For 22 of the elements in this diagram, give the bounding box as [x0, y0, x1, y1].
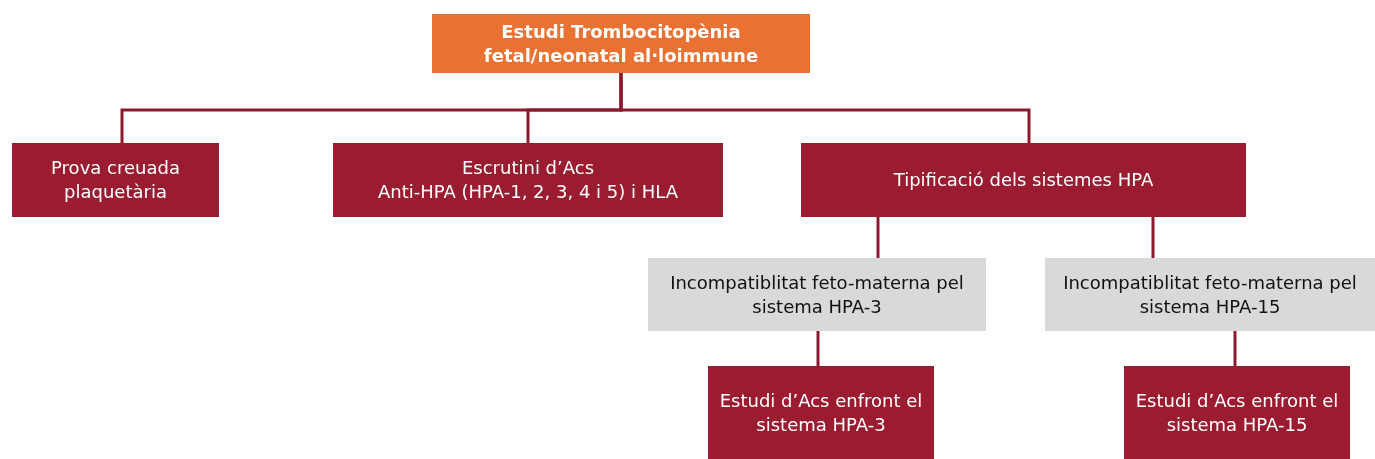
box-text: Estudi d’Acs enfront el sistema HPA-3 — [718, 388, 924, 437]
process-box — [1124, 366, 1350, 459]
title-box — [432, 14, 810, 73]
box-text: Estudi Trombocitopènia fetal/neonatal al·loimmune — [482, 19, 760, 68]
condition-box — [648, 258, 986, 331]
connector-line — [619, 73, 1031, 143]
box-text: Escrutini d’Acs — [461, 156, 595, 180]
connector-line — [1233, 331, 1237, 366]
connector-line — [876, 217, 880, 258]
box-text: Incompatiblitat feto-materna pel sistema HPA-15 — [1062, 270, 1358, 319]
process-box — [801, 143, 1246, 217]
box-text: Prova creuada plaquetària — [50, 156, 181, 204]
box-text: Incompatiblitat feto-materna pel sistema HPA-3 — [669, 270, 965, 319]
connector-line — [1151, 217, 1155, 258]
process-box — [708, 366, 934, 459]
process-box — [333, 143, 723, 217]
box-text: Tipificació dels sistemes HPA — [893, 168, 1154, 192]
process-box — [12, 143, 219, 217]
condition-box — [1045, 258, 1375, 331]
connector-line — [816, 331, 820, 366]
box-text: Anti-HPA (HPA-1, 2, 3, 4 i 5) i HLA — [378, 180, 678, 204]
box-text: Estudi d’Acs enfront el sistema HPA-15 — [1134, 388, 1340, 437]
